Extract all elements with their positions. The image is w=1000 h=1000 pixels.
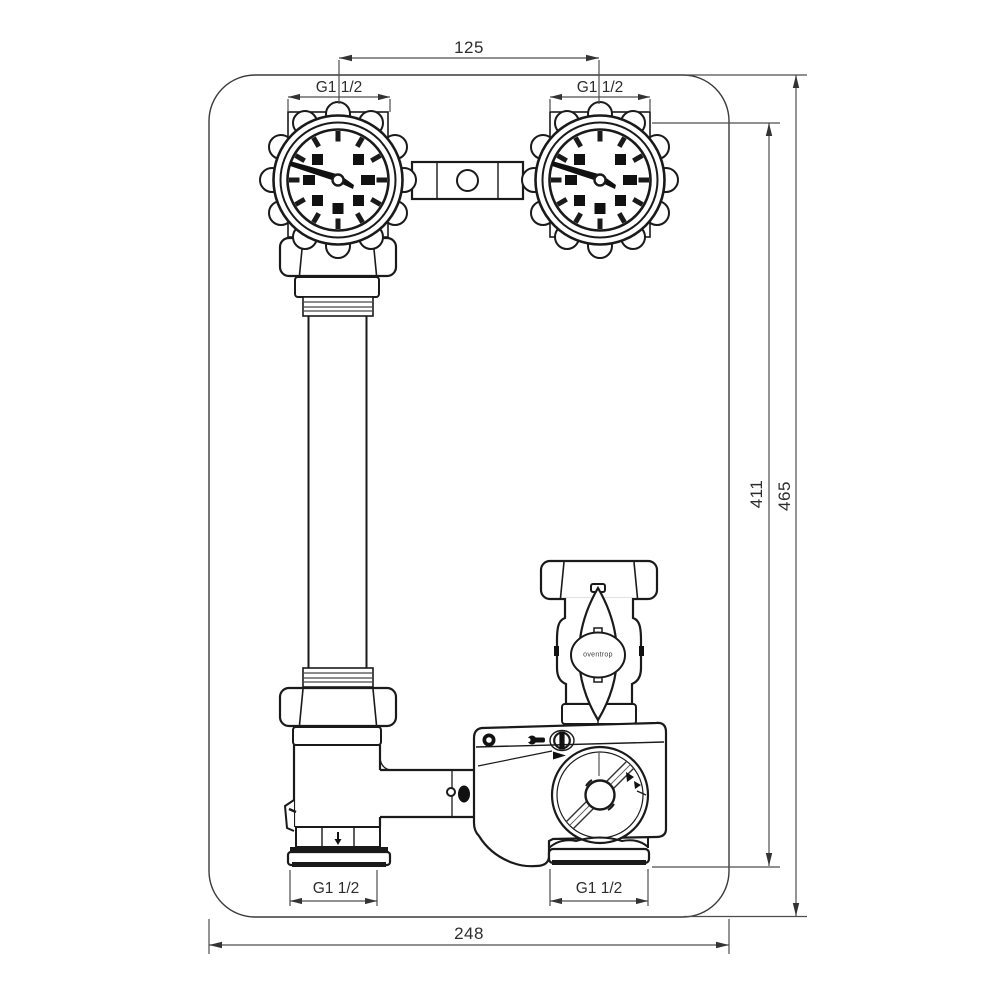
dim-thread-top-right	[549, 93, 651, 112]
dim-thread-bottom-right	[549, 869, 649, 906]
inlet-plug-icon	[458, 785, 470, 803]
flow-arrow-icon	[553, 751, 566, 760]
valve-handle	[570, 583, 626, 723]
dim-thread-top-left	[287, 93, 391, 112]
dim-thread-bottom-left	[289, 870, 378, 906]
dim-inner-height	[652, 122, 780, 868]
dim-overall-width	[208, 919, 730, 954]
dimension-lines	[208, 54, 807, 954]
gauge-bracket	[410, 160, 525, 201]
dim-label-port-spacing: 125	[454, 38, 484, 57]
thread-label-top-right: G1 1/2	[576, 79, 624, 96]
thread-label-bottom-left: G1 1/2	[312, 880, 360, 897]
pump-speed-dial	[550, 745, 650, 845]
thread-label-bottom-right: G1 1/2	[575, 880, 623, 897]
supply-riser-pipe	[278, 236, 398, 746]
valve-brand-label: oventrop	[583, 651, 613, 659]
flow-direction-arrow-icon	[334, 832, 342, 845]
dim-overall-height	[684, 74, 807, 918]
thread-label-top-left: G1 1/2	[315, 79, 363, 96]
dim-label-inner-height: 411	[747, 479, 766, 509]
dim-label-overall-height: 465	[775, 481, 794, 511]
dim-label-overall-width: 248	[454, 924, 484, 943]
vent-screw-icon	[549, 729, 575, 752]
circulation-pump	[446, 721, 668, 868]
wrench-icon	[526, 735, 545, 745]
ball-valve	[539, 559, 659, 727]
